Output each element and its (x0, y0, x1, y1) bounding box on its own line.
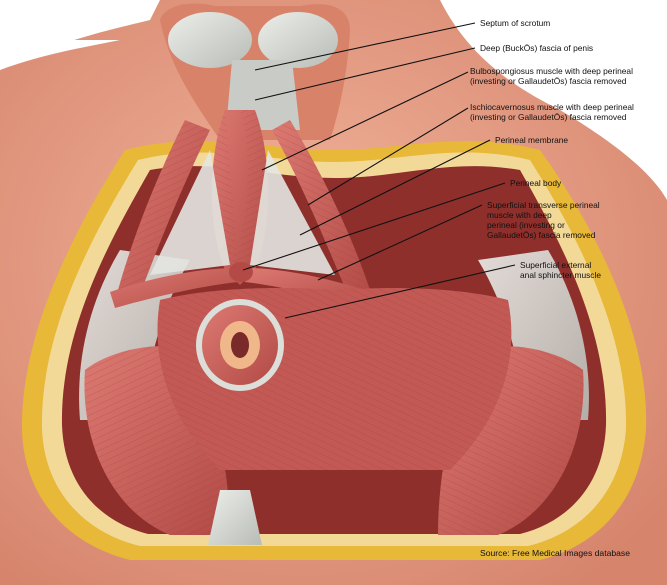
label-bulbo-line-2: (investing or GallaudetÖs) fascia remove… (470, 76, 627, 86)
anal-sphincter (196, 299, 284, 391)
label-bulbo-line-1: Bulbospongiosus muscle with deep perinea… (470, 66, 633, 76)
source-credit: Source: Free Medical Images database (480, 548, 630, 558)
leader-septum (254, 22, 476, 71)
label-perineal-membrane: Perineal membrane (495, 135, 568, 145)
label-transverse-perineal: Superficial transverse perineal muscle w… (487, 200, 600, 240)
label-septum: Septum of scrotum (480, 18, 550, 28)
anococcygeal-fascia (208, 490, 262, 545)
leader-membrane (299, 139, 491, 236)
label-perineal-body: Perineal body (510, 178, 561, 188)
label-anal-sphincter: Superficial external anal sphincter musc… (520, 260, 601, 280)
label-ischio-line-2: (investing or GallaudetÖs) fascia remove… (470, 112, 627, 122)
label-body-line: Perineal body (510, 178, 562, 188)
leader-buck (254, 47, 476, 101)
label-ischio-line-1: Ischiocavernosus muscle with deep perine… (470, 102, 634, 112)
leader-sphincter (284, 264, 516, 319)
label-buck-line: Deep (BuckÖs) fascia of penis (480, 43, 594, 53)
label-transverse-line-2: muscle with deep (487, 210, 552, 220)
perineal-body (229, 262, 253, 282)
label-membrane-line: Perineal membrane (495, 135, 569, 145)
label-septum-line: Septum of scrotum (480, 18, 551, 28)
label-transverse-line-1: Superficial transverse perineal (487, 200, 600, 210)
leader-lines (242, 22, 516, 319)
label-transverse-line-3: perineal (investing or (487, 220, 565, 230)
ischiocavernosus-muscles (118, 120, 370, 300)
leader-bulbo (261, 71, 469, 171)
label-buck-fascia: Deep (BuckÖs) fascia of penis (480, 43, 593, 53)
label-bulbospongiosus: Bulbospongiosus muscle with deep perinea… (470, 66, 633, 86)
scrotum-region (160, 3, 350, 141)
label-ischiocavernosus: Ischiocavernosus muscle with deep perine… (470, 102, 634, 122)
label-sphincter-line-2: anal sphincter muscle (520, 270, 601, 280)
leader-ischio (307, 107, 469, 206)
label-sphincter-line-1: Superficial external (520, 260, 592, 270)
label-transverse-line-4: GallaudetÖs) fascia removed (487, 230, 596, 240)
perineal-membrane (150, 150, 335, 275)
leader-body (242, 182, 506, 271)
leader-transverse (317, 204, 483, 281)
